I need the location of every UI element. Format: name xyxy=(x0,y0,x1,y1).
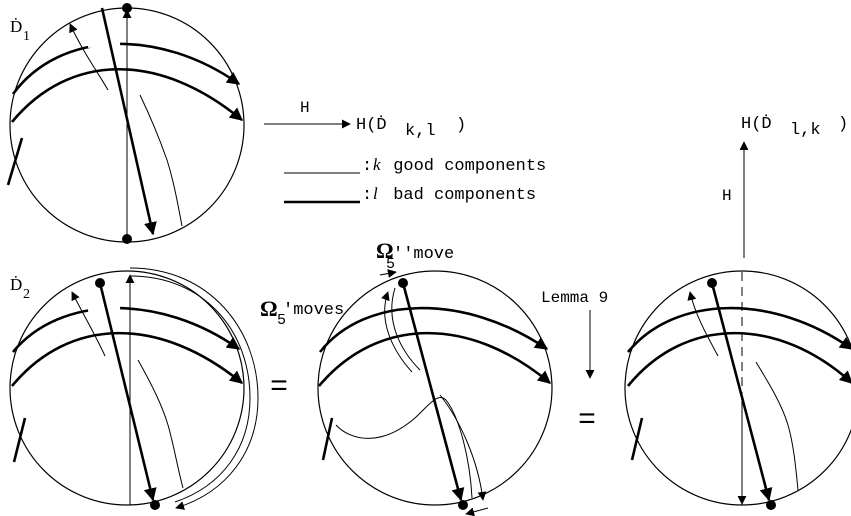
h-result-top-label: H(Ḋ xyxy=(356,115,387,135)
legend-thick-var: l xyxy=(373,184,378,203)
d2-bad-strand xyxy=(98,282,157,502)
legend-thin-var: k xyxy=(373,155,381,174)
middle-bottom-basepoint xyxy=(458,500,468,510)
d1-bad-arc-lower xyxy=(10,68,244,123)
right-bad-arc-upper xyxy=(626,306,851,353)
right-circle xyxy=(624,270,851,506)
h-result-top-sub: k,l xyxy=(405,122,436,141)
d2-good-strand-left xyxy=(71,291,106,357)
right-bad-strand xyxy=(710,282,773,502)
h-vertical-label: H xyxy=(722,187,732,205)
right-bad-stub xyxy=(630,417,644,461)
omega-move-text: ''move xyxy=(393,245,454,264)
d2-circle xyxy=(9,270,245,506)
right-good-strand-right xyxy=(755,361,799,491)
d1-bad-stub xyxy=(6,137,24,186)
d1-label: Ḋ xyxy=(10,17,22,36)
d2-bad-arc-upper xyxy=(11,306,241,353)
d1-bad-strand xyxy=(100,7,157,236)
omega-moves-text: 'moves xyxy=(283,301,344,320)
d1-good-strand-left xyxy=(69,23,109,91)
equals-2: = xyxy=(578,404,596,438)
legend: : k good components : l bad components xyxy=(284,155,546,205)
omega-moves-symbol: Ω xyxy=(260,296,278,321)
right-bottom-basepoint xyxy=(766,500,776,510)
d1-label-sub: 1 xyxy=(23,29,30,44)
middle-good-strand-left xyxy=(381,291,413,373)
d2-label: Ḋ xyxy=(10,275,22,294)
right-bad-arc-lower xyxy=(626,331,851,387)
diagram-right xyxy=(624,270,851,510)
middle-bad-arc-lower xyxy=(318,331,551,387)
middle-circle xyxy=(317,270,553,506)
d2-bottom-basepoint xyxy=(150,500,160,510)
omega-move-sub: 5 xyxy=(386,256,395,273)
h-result-right-sub: l,k xyxy=(790,121,821,140)
middle-move-arrow-top xyxy=(379,269,397,278)
diagram-middle xyxy=(317,269,553,516)
d1-good-strand-right xyxy=(139,94,183,227)
legend-thin-prefix: : xyxy=(362,157,372,176)
d1-top-basepoint xyxy=(122,3,132,13)
d1-crossing-gap xyxy=(87,40,121,48)
d2-label-sub: 2 xyxy=(23,287,30,302)
d2-outer-move-arc xyxy=(129,267,259,510)
lemma-label: Lemma 9 xyxy=(541,289,608,307)
h-arrow-label: H xyxy=(300,99,310,117)
legend-thin-text: good components xyxy=(383,157,546,176)
h-result-right-close: ) xyxy=(838,115,848,134)
d2-crossing-gap xyxy=(87,304,121,312)
middle-good-loop xyxy=(335,396,473,499)
middle-bad-stub xyxy=(321,417,334,461)
h-result-top-close: ) xyxy=(456,116,466,135)
diagram-d2: Ḋ 2 xyxy=(9,267,259,510)
legend-thick-text: bad components xyxy=(383,186,536,205)
middle-move-arrow-bottom xyxy=(465,507,489,516)
d2-bad-stub xyxy=(12,417,27,463)
d2-bad-arc-lower xyxy=(10,331,244,387)
legend-thick-prefix: : xyxy=(362,186,372,205)
d1-bottom-basepoint xyxy=(122,234,132,244)
omega-move-symbol: Ω xyxy=(376,238,394,263)
middle-good-strand-right xyxy=(439,394,487,501)
equals-1: = xyxy=(270,371,288,405)
middle-bad-strand xyxy=(401,282,465,502)
diagram-d1: Ḋ 1 xyxy=(6,3,245,244)
omega-moves-sub: 5 xyxy=(277,312,286,329)
h-result-right-label: H(Ḋ xyxy=(741,114,772,134)
right-good-strand-left xyxy=(687,291,719,357)
d2-inner-move-arc xyxy=(129,275,251,503)
d2-good-strand-right xyxy=(137,359,184,489)
middle-good-strand-left-2 xyxy=(391,287,421,371)
middle-bad-arc-upper xyxy=(318,306,549,353)
